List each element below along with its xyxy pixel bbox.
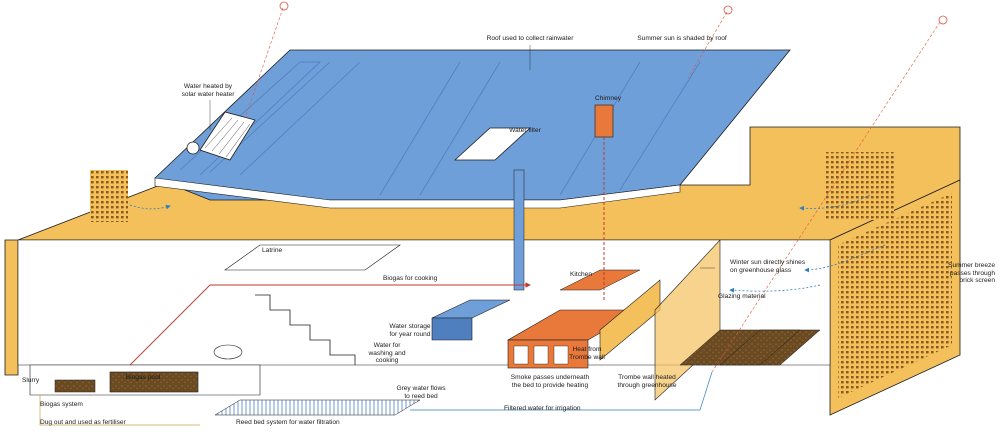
- roof-steps: [419, 61, 501, 196]
- sun-icon: [279, 1, 289, 11]
- label-water-heated: Water heated by solar water heater: [181, 83, 235, 98]
- label-heat-trombe: Heat from Trombe wall: [569, 346, 605, 361]
- stairs: [255, 294, 356, 365]
- label-summer-breeze: Summer breeze passes through brick scree…: [948, 262, 995, 285]
- kitchen-stove: [559, 269, 641, 291]
- sun-ray: [687, 11, 728, 79]
- slurry-pit: [54, 379, 96, 393]
- sun-icon: [938, 15, 948, 25]
- biogas-pool-icon: [109, 371, 199, 393]
- label-roof-rainwater: Roof used to collect rainwater: [486, 35, 574, 42]
- roof-edge: [154, 177, 681, 209]
- label-water-washing: Water for washing and cooking: [368, 342, 406, 365]
- label-water-storage: Water storage for year round: [389, 323, 431, 338]
- kang-channel: [533, 345, 549, 365]
- sun-icon: [723, 5, 733, 15]
- label-slurry: Slurry: [22, 377, 40, 384]
- kang-channel: [553, 345, 569, 365]
- roof-steps: [379, 61, 461, 196]
- label-filtered-water: Filtered water for irrigation: [504, 405, 581, 412]
- label-kitchen: Kitchen: [570, 271, 592, 278]
- airflow-arrow-icon: [799, 194, 871, 211]
- sun-ray: [244, 7, 284, 119]
- water-filter-opening: [453, 127, 532, 161]
- irrigation-line: [410, 371, 713, 411]
- brick-screen-icon: [838, 193, 952, 398]
- solar-water-heater-icon: [186, 111, 256, 161]
- plant-rack: [224, 244, 401, 271]
- airflow-arrow-icon: [129, 204, 171, 210]
- label-water-filter: Water filter: [509, 127, 541, 134]
- airflow-arrow-icon: [729, 284, 821, 293]
- label-latrine: Latrine: [262, 247, 283, 254]
- airflow-arrow-icon: [804, 244, 886, 273]
- label-dug-out: Dug out and used as fertiliser: [40, 419, 126, 426]
- label-smoke-passes: Smoke passes underneath the bed to provi…: [510, 374, 590, 389]
- label-biogas-cooking: Biogas for cooking: [383, 275, 438, 282]
- fertiliser-line: [39, 395, 200, 426]
- label-trombe-heated: Trombe wall heated through greenhouse: [617, 374, 677, 389]
- water-storage-tank: [431, 317, 473, 341]
- label-biogas-pool: Biogas pool: [125, 374, 161, 381]
- reed-bed-icon: [214, 399, 421, 416]
- roof-steps: [619, 61, 701, 191]
- label-chimney: Chimney: [594, 95, 622, 102]
- water-pipe: [513, 169, 525, 291]
- label-reed-bed: Reed bed system for water filtration: [236, 419, 340, 426]
- biogas-pipe: [129, 282, 531, 366]
- chimney-icon: [594, 104, 614, 138]
- brick-screen-icon: [826, 152, 894, 220]
- greenhouse-bed: [719, 329, 801, 366]
- label-summer-sun: Summer sun is shaded by roof: [637, 35, 727, 42]
- kang-channel: [513, 345, 529, 365]
- label-grey-water: Grey water flows to reed bed: [396, 385, 446, 400]
- label-glazing: Glazing material: [718, 293, 766, 300]
- roof-steps: [239, 61, 361, 176]
- left-wall: [4, 239, 19, 376]
- label-winter-sun: Winter sun directly shines on greenhouse…: [730, 259, 806, 274]
- pig-icon: [213, 344, 243, 360]
- label-biogas-system: Biogas system: [40, 401, 83, 408]
- brick-screen-icon: [90, 170, 128, 222]
